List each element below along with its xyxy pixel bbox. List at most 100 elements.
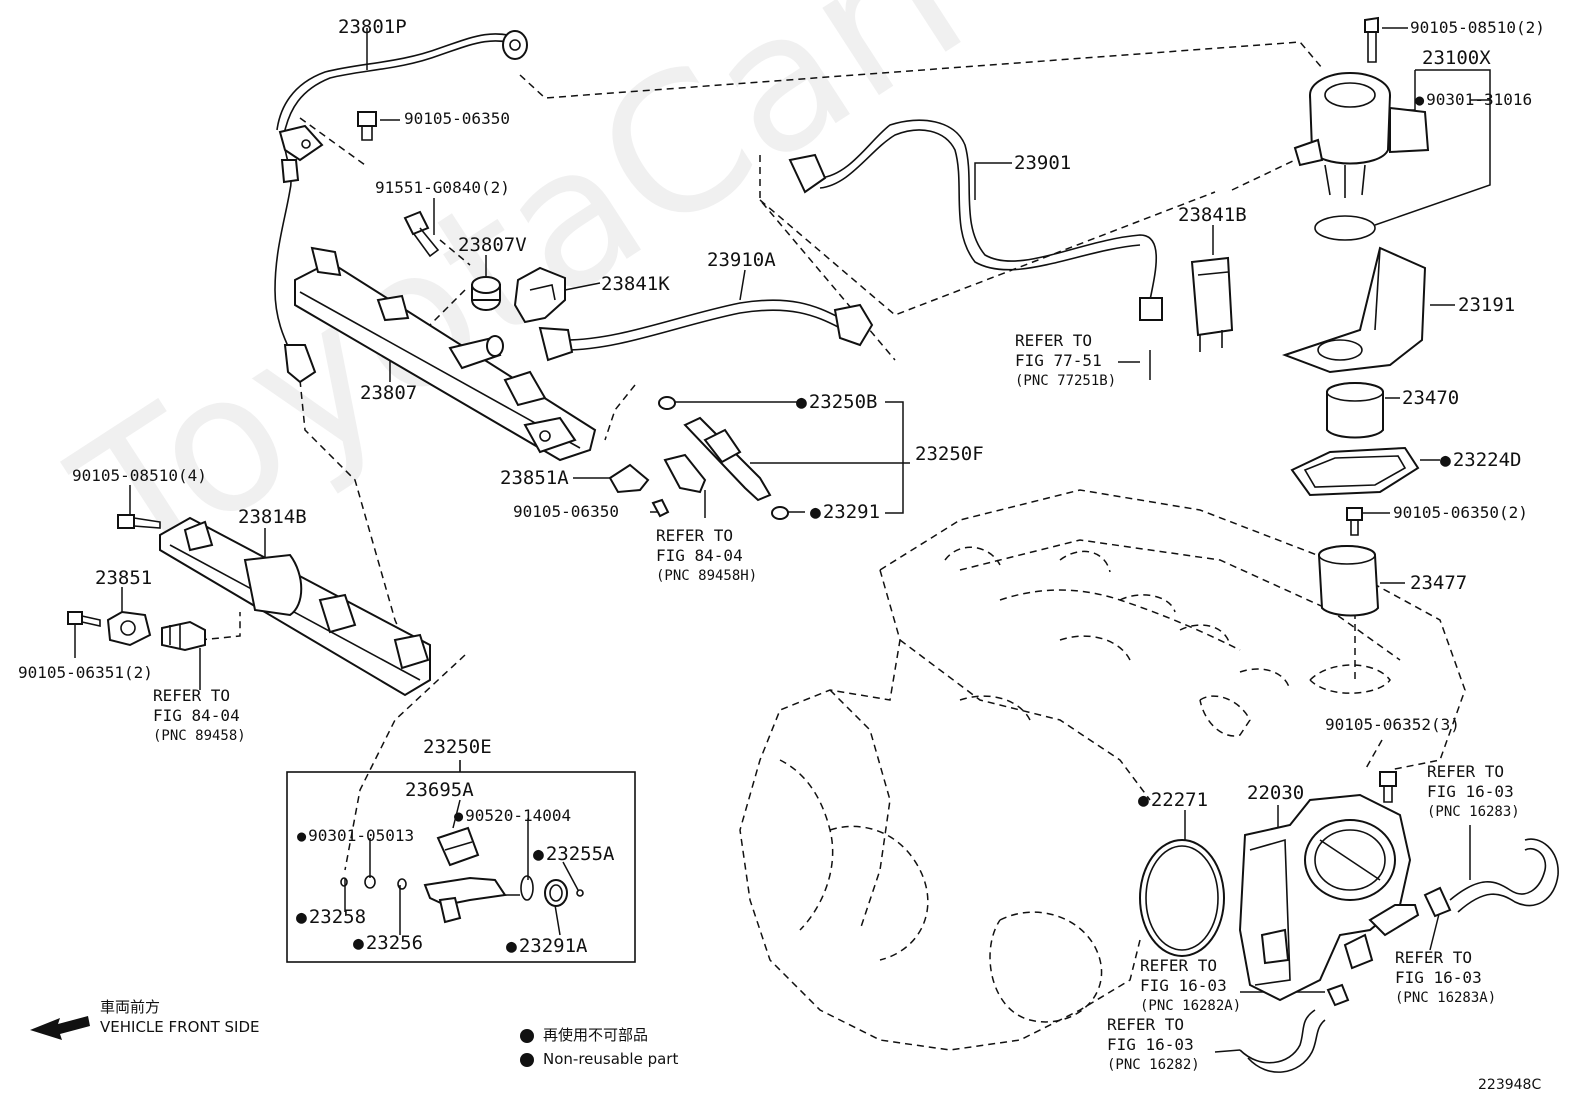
refer-line-2: FIG 16-03: [1107, 1035, 1194, 1054]
label-23477: 23477: [1410, 572, 1468, 594]
injector-group-23250F: [608, 396, 789, 520]
label-23224D: 23224D: [1440, 450, 1522, 470]
legend-front-en: VEHICLE FRONT SIDE: [100, 1018, 260, 1036]
bolts-left: [67, 514, 161, 627]
refer-line-1: REFER TO: [1140, 956, 1218, 975]
label-23191: 23191: [1458, 294, 1516, 316]
refer-line-2: FIG 16-03: [1395, 968, 1482, 987]
label-90105-06351: 90105-06351(2): [18, 663, 153, 682]
throttle-body-22030: [1238, 793, 1420, 1002]
hose-23901: [788, 119, 1163, 321]
refer-line-3: (PNC 16282A): [1140, 998, 1242, 1014]
refer-fig-16-03-c: REFER TO FIG 16-03 (PNC 16282A): [1140, 956, 1241, 1016]
sleeve-23477: [1318, 545, 1380, 617]
label-23291A: 23291A: [506, 936, 588, 956]
label-23901: 23901: [1014, 152, 1072, 174]
spacer-23807V: [471, 276, 501, 311]
refer-fig-84-04-b: REFER TO FIG 84-04 (PNC 89458): [153, 686, 246, 746]
fuel-rail-23814B: [159, 516, 431, 697]
sensor-left: [161, 620, 206, 652]
refer-line-2: FIG 16-03: [1140, 976, 1227, 995]
bolt-90105-06350-2: [1346, 507, 1363, 536]
refer-line-3: (PNC 77251B): [1015, 373, 1117, 389]
fuel-pump-23100X: [1293, 16, 1430, 241]
label-90105-06352: 90105-06352(3): [1325, 715, 1460, 734]
hose-16282: [1239, 983, 1350, 1073]
label-23100X: 23100X: [1422, 47, 1491, 69]
cylinder-23470: [1326, 382, 1384, 439]
assembly-dashed-lines: [199, 41, 1383, 871]
legend-nonreuse-jp: 再使用不可部品: [543, 1026, 649, 1044]
label-23250B: 23250B: [796, 392, 878, 412]
connector-23841B: [1190, 256, 1234, 352]
legend-nonreuse-en: Non-reusable part: [543, 1050, 679, 1068]
gasket-22271: [1139, 839, 1225, 957]
label-22030: 22030: [1247, 782, 1305, 804]
refer-line-1: REFER TO: [1015, 331, 1093, 350]
bolt-90105-06350-a: [357, 111, 377, 141]
refer-fig-77-51: REFER TO FIG 77-51 (PNC 77251B): [1015, 331, 1116, 391]
bolt-90105-06352: [1379, 771, 1397, 803]
label-22271: 22271: [1138, 790, 1208, 810]
label-23695A: 23695A: [405, 779, 474, 801]
diagram-code: 223948C: [1478, 1077, 1542, 1093]
label-23841B: 23841B: [1178, 204, 1247, 226]
legend-graphics: [30, 1016, 534, 1067]
refer-line-1: REFER TO: [656, 526, 734, 545]
bracket-23191: [1282, 246, 1427, 374]
refer-line-1: REFER TO: [1107, 1015, 1185, 1034]
label-23814B: 23814B: [238, 506, 307, 528]
refer-fig-16-03-b: REFER TO FIG 16-03 (PNC 16283A): [1395, 948, 1496, 1008]
label-90301-31016: 90301-31016: [1415, 91, 1532, 108]
label-90105-06350-a: 90105-06350: [404, 109, 510, 128]
kit-box-23250E: [286, 760, 636, 963]
refer-line-3: (PNC 89458H): [656, 568, 758, 584]
refer-line-3: (PNC 16282): [1107, 1057, 1200, 1073]
label-23910A: 23910A: [707, 249, 776, 271]
clip-23841K: [513, 266, 566, 324]
label-23258: 23258: [296, 907, 366, 927]
refer-line-3: (PNC 89458): [153, 728, 246, 744]
refer-line-2: FIG 77-51: [1015, 351, 1102, 370]
label-23851A: 23851A: [500, 467, 569, 489]
refer-line-2: FIG 16-03: [1427, 782, 1514, 801]
refer-fig-16-03-a: REFER TO FIG 16-03 (PNC 16283): [1427, 762, 1520, 822]
refer-fig-16-03-d: REFER TO FIG 16-03 (PNC 16282): [1107, 1015, 1200, 1075]
refer-line-2: FIG 84-04: [656, 546, 743, 565]
legend-front-jp: 車両前方: [100, 998, 161, 1016]
label-91551-G0840: 91551-G0840(2): [375, 178, 510, 197]
engine-outline: [739, 489, 1466, 1051]
label-23291: 23291: [810, 502, 880, 522]
fuel-hose-23801P: [274, 30, 528, 384]
refer-line-3: (PNC 16283): [1427, 804, 1520, 820]
refer-line-3: (PNC 16283A): [1395, 990, 1497, 1006]
label-90301-05013: 90301-05013: [297, 827, 414, 844]
label-90105-08510-4: 90105-08510(4): [72, 466, 207, 485]
label-23250E: 23250E: [423, 736, 492, 758]
label-90105-08510-2: 90105-08510(2): [1410, 18, 1545, 37]
label-23807: 23807: [360, 382, 418, 404]
label-23256: 23256: [353, 933, 423, 953]
label-90105-06350-2: 90105-06350(2): [1393, 503, 1528, 522]
label-23255A: 23255A: [533, 844, 615, 864]
refer-line-1: REFER TO: [1427, 762, 1505, 781]
flange-23851: [106, 610, 152, 647]
gasket-23224D: [1290, 446, 1420, 497]
label-90520-14004: 90520-14004: [454, 807, 571, 824]
hose-16283: [1423, 838, 1559, 918]
label-23841K: 23841K: [601, 273, 670, 295]
refer-fig-84-04-a: REFER TO FIG 84-04 (PNC 89458H): [656, 526, 757, 586]
label-23801P: 23801P: [338, 16, 407, 38]
refer-line-2: FIG 84-04: [153, 706, 240, 725]
fuel-rail-23807: [294, 246, 597, 462]
label-23250F: 23250F: [915, 443, 984, 465]
hose-23910A: [538, 299, 874, 362]
label-23807V: 23807V: [458, 234, 527, 256]
label-23470: 23470: [1402, 387, 1460, 409]
bolt-91551-G0840: [403, 210, 440, 258]
refer-line-1: REFER TO: [1395, 948, 1473, 967]
refer-line-1: REFER TO: [153, 686, 231, 705]
label-23851: 23851: [95, 567, 153, 589]
label-90105-06350-b: 90105-06350: [513, 502, 619, 521]
